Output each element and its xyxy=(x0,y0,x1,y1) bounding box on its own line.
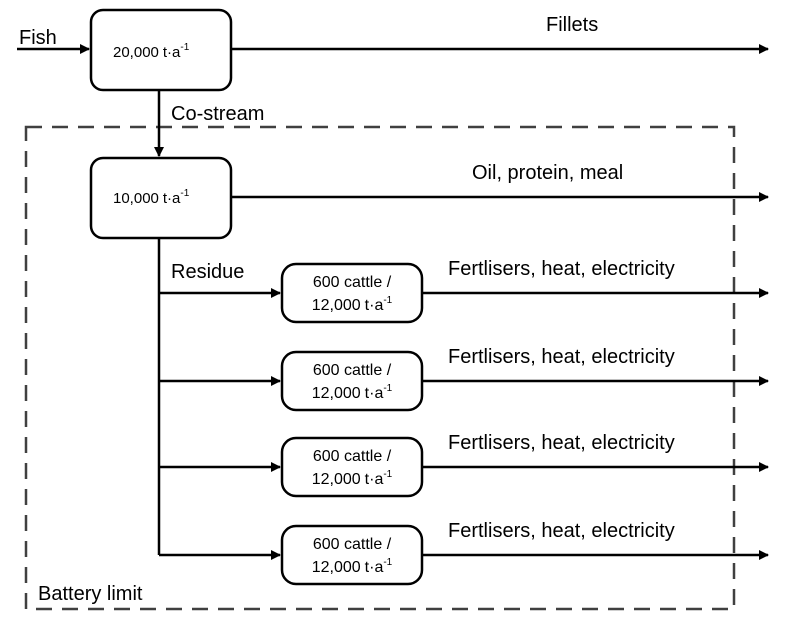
battery-limit-boundary xyxy=(24,125,736,611)
costream-capacity: 10,000 xyxy=(113,190,159,207)
fish-input-label: Fish xyxy=(19,27,57,49)
battery-limit-label: Battery limit xyxy=(38,583,143,605)
plant-capacity: 12,000 xyxy=(312,471,361,488)
unit: t·a xyxy=(163,190,181,207)
residue-label: Residue xyxy=(171,261,244,283)
plant-line1: 600 cattle / xyxy=(313,536,392,553)
plant-capacity: 12,000 xyxy=(312,385,361,402)
unit: t·a xyxy=(163,44,181,61)
unit: t·a xyxy=(365,297,384,314)
plant-line1: 600 cattle / xyxy=(313,274,392,291)
oil-protein-meal-label: Oil, protein, meal xyxy=(472,162,623,184)
unit: t·a xyxy=(365,559,384,576)
plant-output-label: Fertlisers, heat, electricity xyxy=(448,520,675,542)
unit-exponent: -1 xyxy=(383,557,392,568)
unit-exponent: -1 xyxy=(180,42,189,53)
unit-exponent: -1 xyxy=(383,295,392,306)
unit: t·a xyxy=(365,471,384,488)
co-stream-label: Co-stream xyxy=(171,103,264,125)
plant-line1: 600 cattle / xyxy=(313,448,392,465)
fillets-label: Fillets xyxy=(546,14,598,36)
plant-capacity: 12,000 xyxy=(312,297,361,314)
unit-exponent: -1 xyxy=(383,469,392,480)
unit-exponent: -1 xyxy=(383,383,392,394)
main-processing-box xyxy=(89,8,233,92)
plant-line1: 600 cattle / xyxy=(313,362,392,379)
plant-capacity: 12,000 xyxy=(312,559,361,576)
plant-output-label: Fertlisers, heat, electricity xyxy=(448,258,675,280)
unit: t·a xyxy=(365,385,384,402)
main-capacity: 20,000 xyxy=(113,44,159,61)
unit-exponent: -1 xyxy=(180,188,189,199)
plant-output-label: Fertlisers, heat, electricity xyxy=(448,346,675,368)
plant-output-label: Fertlisers, heat, electricity xyxy=(448,432,675,454)
costream-processing-box xyxy=(89,156,233,240)
